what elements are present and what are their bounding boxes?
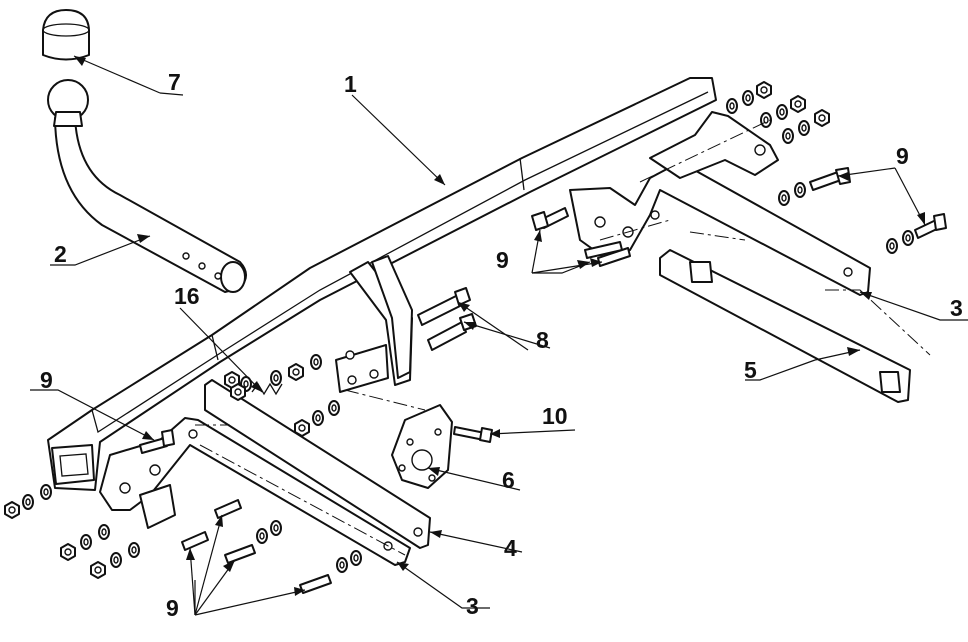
socket-plate <box>391 404 453 489</box>
callout-5: 5 <box>744 357 757 383</box>
callout-6: 6 <box>502 467 515 493</box>
callout-2: 2 <box>54 241 67 267</box>
bolts <box>139 167 947 594</box>
center-bracket <box>335 255 413 393</box>
ball-cap <box>42 9 90 61</box>
callout-4: 4 <box>504 535 517 561</box>
callout-10: 10 <box>542 403 568 429</box>
callout-16: 16 <box>174 283 200 309</box>
callout-8: 8 <box>536 327 549 353</box>
callout-9-bottom: 9 <box>166 595 179 621</box>
leader-lines <box>30 55 968 616</box>
callout-3-right: 3 <box>950 295 963 321</box>
callout-1: 1 <box>344 71 357 97</box>
callout-9-right: 9 <box>896 143 909 169</box>
right-plate <box>659 249 911 403</box>
callout-9-center: 9 <box>496 247 509 273</box>
assembly-lines <box>195 119 931 556</box>
left-plate <box>204 379 431 549</box>
tow-ball-neck <box>47 79 247 293</box>
callout-labels: 1 2 3 3 4 5 6 7 8 9 9 9 9 10 16 <box>40 69 963 621</box>
main-cross-bar <box>47 77 717 491</box>
callout-7: 7 <box>168 69 181 95</box>
callout-3-left: 3 <box>466 593 479 619</box>
callout-9-left: 9 <box>40 367 53 393</box>
left-side-bracket <box>99 417 411 566</box>
